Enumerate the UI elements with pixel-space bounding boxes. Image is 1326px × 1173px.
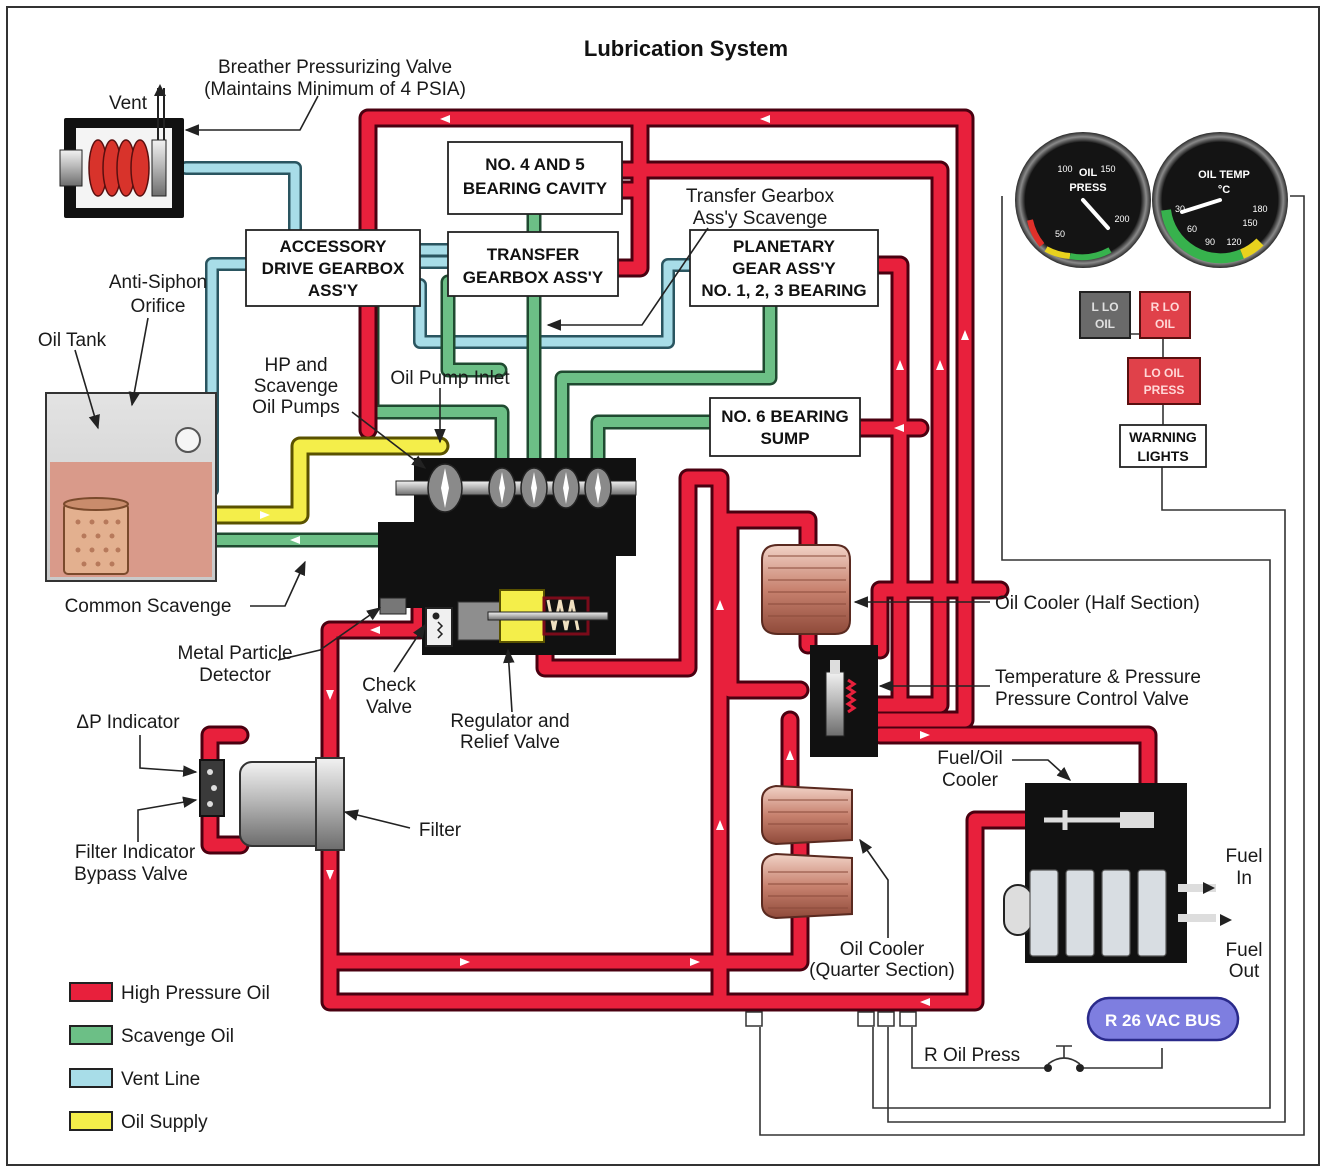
legend-label: Vent Line	[121, 1069, 200, 1090]
filter-bypass-line2: Bypass Valve	[74, 864, 188, 885]
bearing-cavity-line2: BEARING CAVITY	[463, 179, 608, 198]
legend-label: High Pressure Oil	[121, 983, 270, 1004]
fuel-out-line2: Out	[1229, 961, 1260, 982]
warning-lights-line2: LIGHTS	[1137, 448, 1188, 464]
press-title-line1: OIL	[1079, 167, 1098, 179]
press-tick-50: 50	[1055, 229, 1065, 239]
hp-pumps-line3: Oil Pumps	[252, 397, 340, 418]
lo-oil-press-line1: LO OIL	[1144, 366, 1184, 380]
temp-tick-180: 180	[1252, 204, 1267, 214]
fuel-oil-cooler-line1: Fuel/Oil	[937, 748, 1002, 769]
pump-inlet-label: Oil Pump Inlet	[390, 368, 510, 389]
no6-sump-line2: SUMP	[760, 429, 809, 448]
common-scavenge-label: Common Scavenge	[65, 596, 232, 617]
temp-valve-line1: Temperature & Pressure	[995, 667, 1201, 688]
temp-tick-120: 120	[1226, 237, 1241, 247]
oil-press-switch-label: R Oil Press	[924, 1045, 1020, 1066]
legend-item-scavenge: Scavenge Oil	[70, 1026, 234, 1047]
regulator-line2: Relief Valve	[460, 732, 560, 753]
accessory-drive-line3: ASS'Y	[308, 281, 359, 300]
breather-label-line2: (Maintains Minimum of 4 PSIA)	[204, 79, 466, 100]
fuel-in-line2: In	[1236, 868, 1252, 889]
legend-label: Oil Supply	[121, 1112, 208, 1133]
temp-tick-60: 60	[1187, 224, 1197, 234]
diagram-title: Lubrication System	[584, 36, 788, 61]
planetary-line3: NO. 1, 2, 3 BEARING	[701, 281, 866, 300]
switch-contact-right	[1076, 1064, 1084, 1072]
bus-label: R 26 VAC BUS	[1105, 1011, 1221, 1030]
temp-title-line2: °C	[1218, 184, 1230, 196]
legend-item-vent: Vent Line	[70, 1069, 200, 1090]
press-title-line2: PRESS	[1069, 182, 1106, 194]
legend-item-supply: Oil Supply	[70, 1112, 208, 1133]
filter-bypass-line1: Filter Indicator	[75, 842, 196, 863]
transfer-scavenge-line2: Ass'y Scavenge	[693, 208, 828, 229]
fuel-in-line1: Fuel	[1226, 846, 1263, 867]
lo-oil-press-light	[1128, 358, 1200, 404]
temp-valve-line2: Pressure Control Valve	[995, 689, 1189, 710]
fuel-oil-cooler-line2: Cooler	[942, 770, 999, 791]
r-lo-oil-line2: OIL	[1155, 317, 1175, 331]
transfer-scavenge-line1: Transfer Gearbox	[686, 186, 835, 207]
accessory-drive-line1: ACCESSORY	[279, 237, 387, 256]
temp-pressure-valve	[810, 645, 878, 757]
temp-title-line1: OIL TEMP	[1198, 169, 1250, 181]
temp-tick-90: 90	[1205, 237, 1215, 247]
l-lo-oil-light	[1080, 292, 1130, 338]
legend-swatch	[70, 1026, 112, 1044]
press-tick-100: 100	[1057, 164, 1072, 174]
metal-detector-line2: Detector	[199, 665, 271, 686]
dp-indicator-label: ΔP Indicator	[76, 712, 180, 733]
oil-press-gauge: 100 150 50 200 OIL PRESS	[1015, 132, 1151, 268]
fuel-out-line1: Fuel	[1226, 940, 1263, 961]
regulator-line1: Regulator and	[450, 711, 569, 732]
bearing-cavity-line1: NO. 4 AND 5	[485, 155, 585, 174]
hp-pumps-line2: Scavenge	[254, 376, 339, 397]
oil-tank	[46, 393, 216, 581]
r-lo-oil-light	[1140, 292, 1190, 338]
oil-temp-gauge: OIL TEMP °C 30 60 90 120 150 180	[1152, 132, 1288, 268]
cooler-half-label: Oil Cooler (Half Section)	[995, 593, 1200, 614]
hp-pumps-line1: HP and	[264, 355, 327, 376]
cooler-quarter-line2: (Quarter Section)	[809, 960, 955, 981]
l-lo-oil-line1: L LO	[1091, 300, 1118, 314]
vent-label: Vent	[109, 93, 148, 114]
oil-cooler-half	[762, 545, 850, 634]
legend-swatch	[70, 1069, 112, 1087]
no6-sump-line1: NO. 6 BEARING	[721, 407, 849, 426]
metal-detector-line1: Metal Particle	[177, 643, 292, 664]
temp-tick-150: 150	[1242, 218, 1257, 228]
cooler-quarter-line1: Oil Cooler	[840, 939, 925, 960]
oil-tank-label: Oil Tank	[38, 330, 107, 351]
transfer-gearbox-line2: GEARBOX ASS'Y	[463, 268, 604, 287]
legend-label: Scavenge Oil	[121, 1026, 234, 1047]
l-lo-oil-line2: OIL	[1095, 317, 1115, 331]
warning-lights-line1: WARNING	[1129, 429, 1197, 445]
accessory-drive-line2: DRIVE GEARBOX	[262, 259, 405, 278]
anti-siphon-line1: Anti-Siphon	[109, 272, 207, 293]
filter-label: Filter	[419, 820, 462, 841]
legend-swatch	[70, 983, 112, 1001]
press-tick-150: 150	[1100, 164, 1115, 174]
planetary-line1: PLANETARY	[733, 237, 836, 256]
transfer-gearbox-line1: TRANSFER	[487, 245, 580, 264]
planetary-line2: GEAR ASS'Y	[732, 259, 836, 278]
legend-item-high-pressure: High Pressure Oil	[70, 983, 270, 1004]
r-lo-oil-line1: R LO	[1151, 300, 1180, 314]
check-valve-line2: Valve	[366, 697, 412, 718]
anti-siphon-line2: Orifice	[131, 296, 186, 317]
breather-label-line1: Breather Pressurizing Valve	[218, 57, 452, 78]
check-valve-line1: Check	[362, 675, 416, 696]
check-valve-icon	[426, 608, 452, 646]
lo-oil-press-line2: PRESS	[1144, 383, 1185, 397]
legend-swatch	[70, 1112, 112, 1130]
switch-contact-left	[1044, 1064, 1052, 1072]
metal-particle-detector-icon	[380, 598, 406, 614]
press-tick-200: 200	[1114, 214, 1129, 224]
